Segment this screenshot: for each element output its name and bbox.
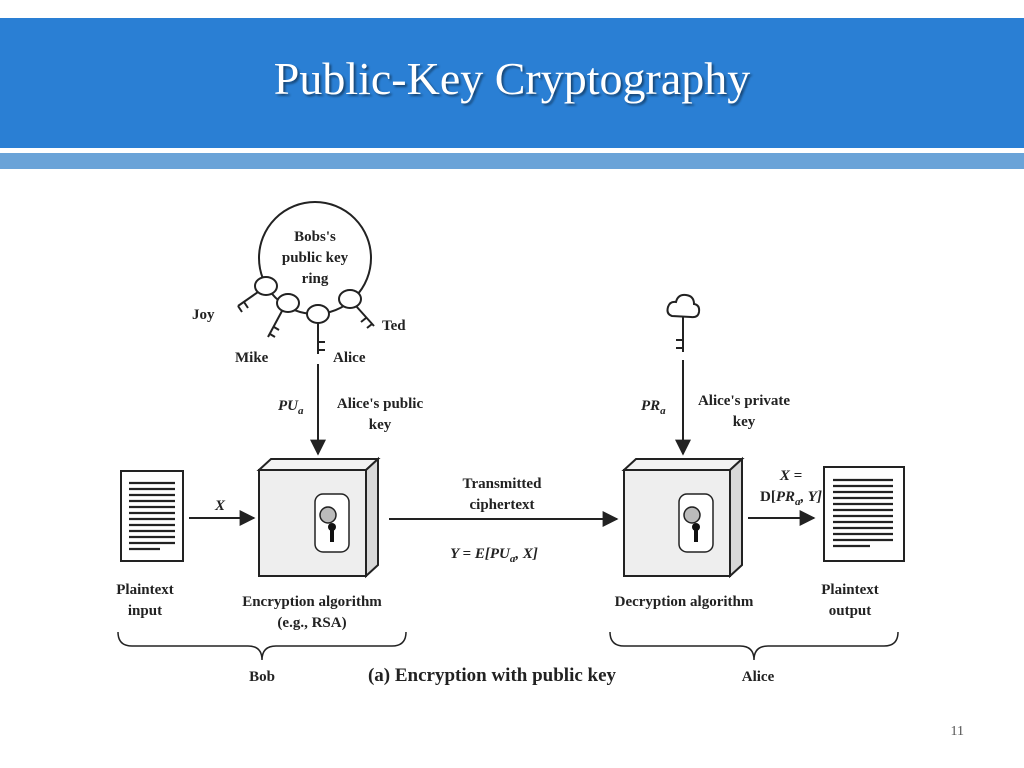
alice-brace xyxy=(609,631,899,661)
diagram-caption: (a) Encryption with public key xyxy=(368,665,617,686)
key-ring-label-3: ring xyxy=(302,271,329,287)
private-key-label-1: Alice's private xyxy=(698,393,790,409)
input-x-label: X xyxy=(214,498,226,514)
plaintext-output-label-1: Plaintext xyxy=(821,582,879,598)
output-formula-line2: D[PRa, Y] xyxy=(760,489,822,508)
plaintext-input-label-1: Plaintext xyxy=(116,582,174,598)
private-key-label-2: key xyxy=(733,414,756,430)
joy-label: Joy xyxy=(192,307,215,323)
ted-label: Ted xyxy=(382,318,406,334)
public-key-label-2: key xyxy=(369,417,392,433)
pr-a-symbol: PRa xyxy=(641,398,666,417)
alice-key-label: Alice xyxy=(333,350,366,366)
bob-label: Bob xyxy=(249,669,275,685)
title-bar xyxy=(0,18,1024,148)
encryption-lock-icon xyxy=(314,493,350,553)
decryption-lock-icon xyxy=(678,493,714,553)
slide-title: Public-Key Cryptography xyxy=(273,53,751,104)
encryption-label-2: (e.g., RSA) xyxy=(277,615,346,631)
transmitted-label-2: ciphertext xyxy=(470,497,535,513)
transmitted-label-1: Transmitted xyxy=(463,476,543,492)
private-key-icon xyxy=(666,293,701,352)
page-number: 11 xyxy=(950,724,964,739)
cipher-formula: Y = E[PUa, X] xyxy=(450,546,538,565)
joy-key-icon xyxy=(237,276,278,313)
ted-key-icon xyxy=(338,289,375,329)
decryption-label: Decryption algorithm xyxy=(615,594,754,610)
key-ring-label-1: Bobs's xyxy=(294,229,336,245)
public-key-label-1: Alice's public xyxy=(337,396,424,412)
mike-label: Mike xyxy=(235,350,269,366)
alice-ring-key-icon xyxy=(306,304,330,354)
title-separator xyxy=(0,153,1024,169)
output-formula-line1: X = xyxy=(779,468,802,484)
encryption-label-1: Encryption algorithm xyxy=(242,594,382,610)
plaintext-input-label-2: input xyxy=(128,603,162,619)
pu-a-symbol: PUa xyxy=(278,398,304,417)
plaintext-output-label-2: output xyxy=(829,603,872,619)
alice-label: Alice xyxy=(742,669,775,685)
plaintext-input-document-icon xyxy=(120,470,184,562)
encryption-box xyxy=(256,456,381,579)
plaintext-output-document-icon xyxy=(823,466,905,562)
key-ring-label-2: public key xyxy=(282,250,349,266)
mike-key-icon xyxy=(267,293,300,338)
bob-brace xyxy=(117,631,407,661)
